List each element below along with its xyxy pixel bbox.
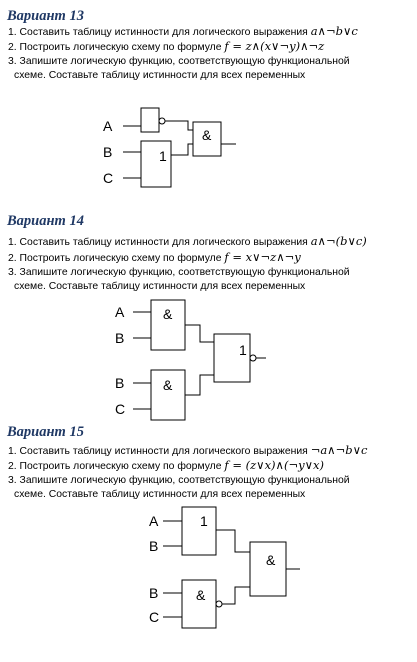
input-b-label: B [103,144,112,160]
task-1-expression: a∧¬(b∨c) [310,234,367,248]
variant-14-logic-diagram: A B B C & & 1 [115,299,266,421]
variant-13-task-2: 2. Построить логическую схему по формуле… [8,40,324,54]
input-a-label: A [103,118,113,134]
variant-15-task-3-line-2: схеме. Составьте таблицу истинности для … [14,489,306,500]
variant-15-logic-diagram: A B B C 1 & & [149,506,300,629]
input-c-label: C [149,609,159,625]
variant-15-task-2: 2. Построить логическую схему по формуле… [8,459,324,473]
input-a-label: A [149,513,159,529]
task-2-formula: f = x∨¬z∧¬y [224,250,301,264]
task-2-text: 2. Построить логическую схему по формуле [8,42,222,53]
input-b-label: B [115,330,124,346]
variant-14-task-2: 2. Построить логическую схему по формуле… [8,251,301,265]
variant-15-task-1: 1. Составить таблицу истинности для логи… [8,444,367,458]
input-b-label: B [115,375,124,391]
and-gate [249,541,287,597]
variant-14-task-1: 1. Составить таблицу истинности для логи… [8,235,367,249]
and-gate-symbol: & [202,127,212,143]
or-gate-symbol: 1 [200,513,208,529]
or-gate [140,140,172,188]
variant-13-logic-diagram: A B C 1 & [103,107,236,188]
task-2-text: 2. Построить логическую схему по формуле [8,253,222,264]
task-1-expression: ¬a∧¬b∨c [310,443,368,457]
task-2-formula: f = (z∨x)∧(¬y∨x) [224,458,324,472]
variant-14-title: Вариант 14 [7,213,84,229]
input-b-label: B [149,585,158,601]
task-1-expression: a∧¬b∨c [310,24,358,38]
or-gate-symbol: 1 [159,148,167,164]
variant-13-task-1: 1. Составить таблицу истинности для логи… [8,25,358,39]
input-c-label: C [103,170,113,186]
lower-and-gate-symbol: & [196,587,206,603]
variant-14-task-3-line-1: 3. Запишите логическую функцию, соответс… [8,267,350,278]
task-2-formula: f = z∧(x∨¬y)∧¬z [224,39,325,53]
lower-and-gate-symbol: & [163,377,173,393]
and-gate-symbol: & [266,552,276,568]
upper-and-gate-symbol: & [163,306,173,322]
and-gate [192,121,222,157]
variant-15-task-3-line-1: 3. Запишите логическую функцию, соответс… [8,475,350,486]
inverter-bubble [158,117,166,125]
input-b-label: B [149,538,158,554]
variant-14-task-3-line-2: схеме. Составьте таблицу истинности для … [14,281,306,292]
task-1-text: 1. Составить таблицу истинности для логи… [8,27,308,38]
inverter-bubble [249,354,257,362]
or-gate [181,506,217,556]
task-1-text: 1. Составить таблицу истинности для логи… [8,446,308,457]
variant-13-task-3-line-2: схеме. Составьте таблицу истинности для … [14,70,306,81]
variant-15-title: Вариант 15 [7,424,84,440]
variant-13-task-3-line-1: 3. Запишите логическую функцию, соответс… [8,56,350,67]
variant-13-title: Вариант 13 [7,8,84,24]
inverter-bubble [215,600,223,608]
task-1-text: 1. Составить таблицу истинности для логи… [8,237,308,248]
task-2-text: 2. Построить логическую схему по формуле [8,461,222,472]
input-c-label: C [115,401,125,417]
not-gate [140,107,160,133]
or-gate-symbol: 1 [239,342,247,358]
input-a-label: A [115,304,125,320]
